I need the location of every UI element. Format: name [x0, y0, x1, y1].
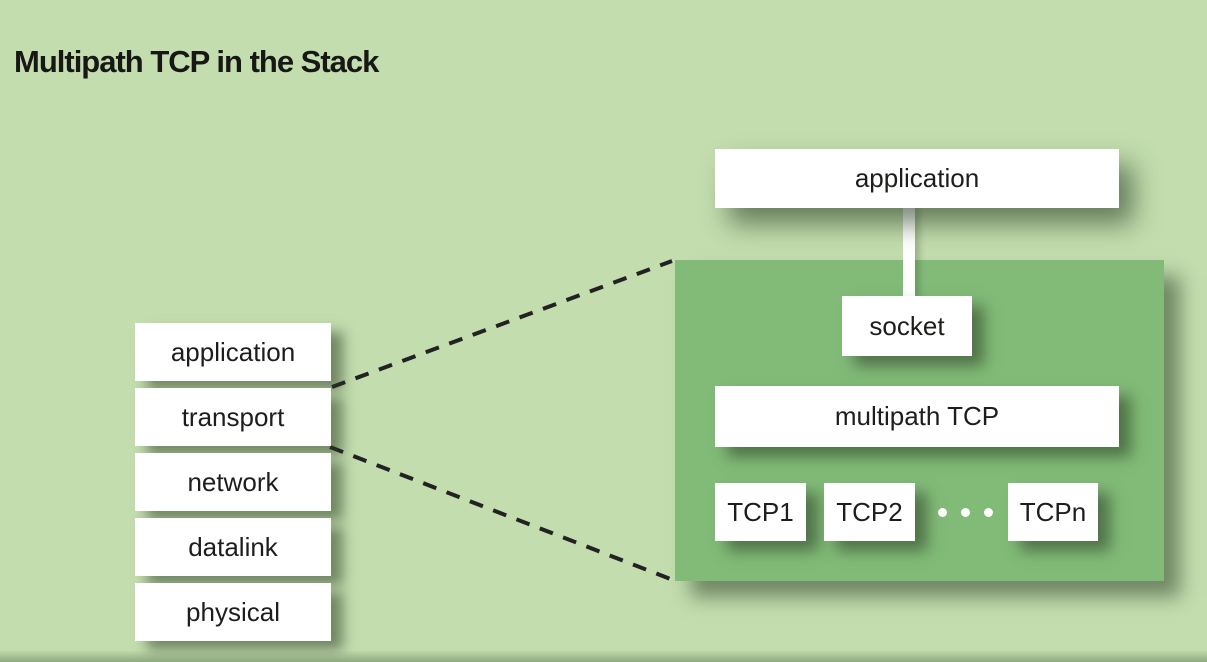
- detail-application-box: application: [715, 149, 1119, 208]
- multipath-tcp-box: multipath TCP: [715, 386, 1119, 447]
- ellipsis-dots-icon: [922, 500, 1008, 524]
- stack-layer-physical: physical: [135, 583, 331, 641]
- socket-box: socket: [842, 296, 972, 356]
- subflow-tcp2-box: TCP2: [824, 483, 915, 541]
- ellipsis-dot: [960, 507, 970, 517]
- stack-layer-transport: transport: [135, 388, 331, 446]
- subflow-tcp1-box: TCP1: [715, 483, 806, 541]
- figure-title: Multipath TCP in the Stack: [14, 44, 379, 79]
- subflow-tcpn-box: TCPn: [1008, 483, 1098, 541]
- stack-layer-network: network: [135, 453, 331, 511]
- stack-layer-datalink: datalink: [135, 518, 331, 576]
- ellipsis-dot: [983, 507, 993, 517]
- application-socket-connector: [903, 207, 915, 299]
- stack-layer-application: application: [135, 323, 331, 381]
- bottom-edge-fade: [0, 650, 1207, 662]
- ellipsis-dot: [937, 507, 947, 517]
